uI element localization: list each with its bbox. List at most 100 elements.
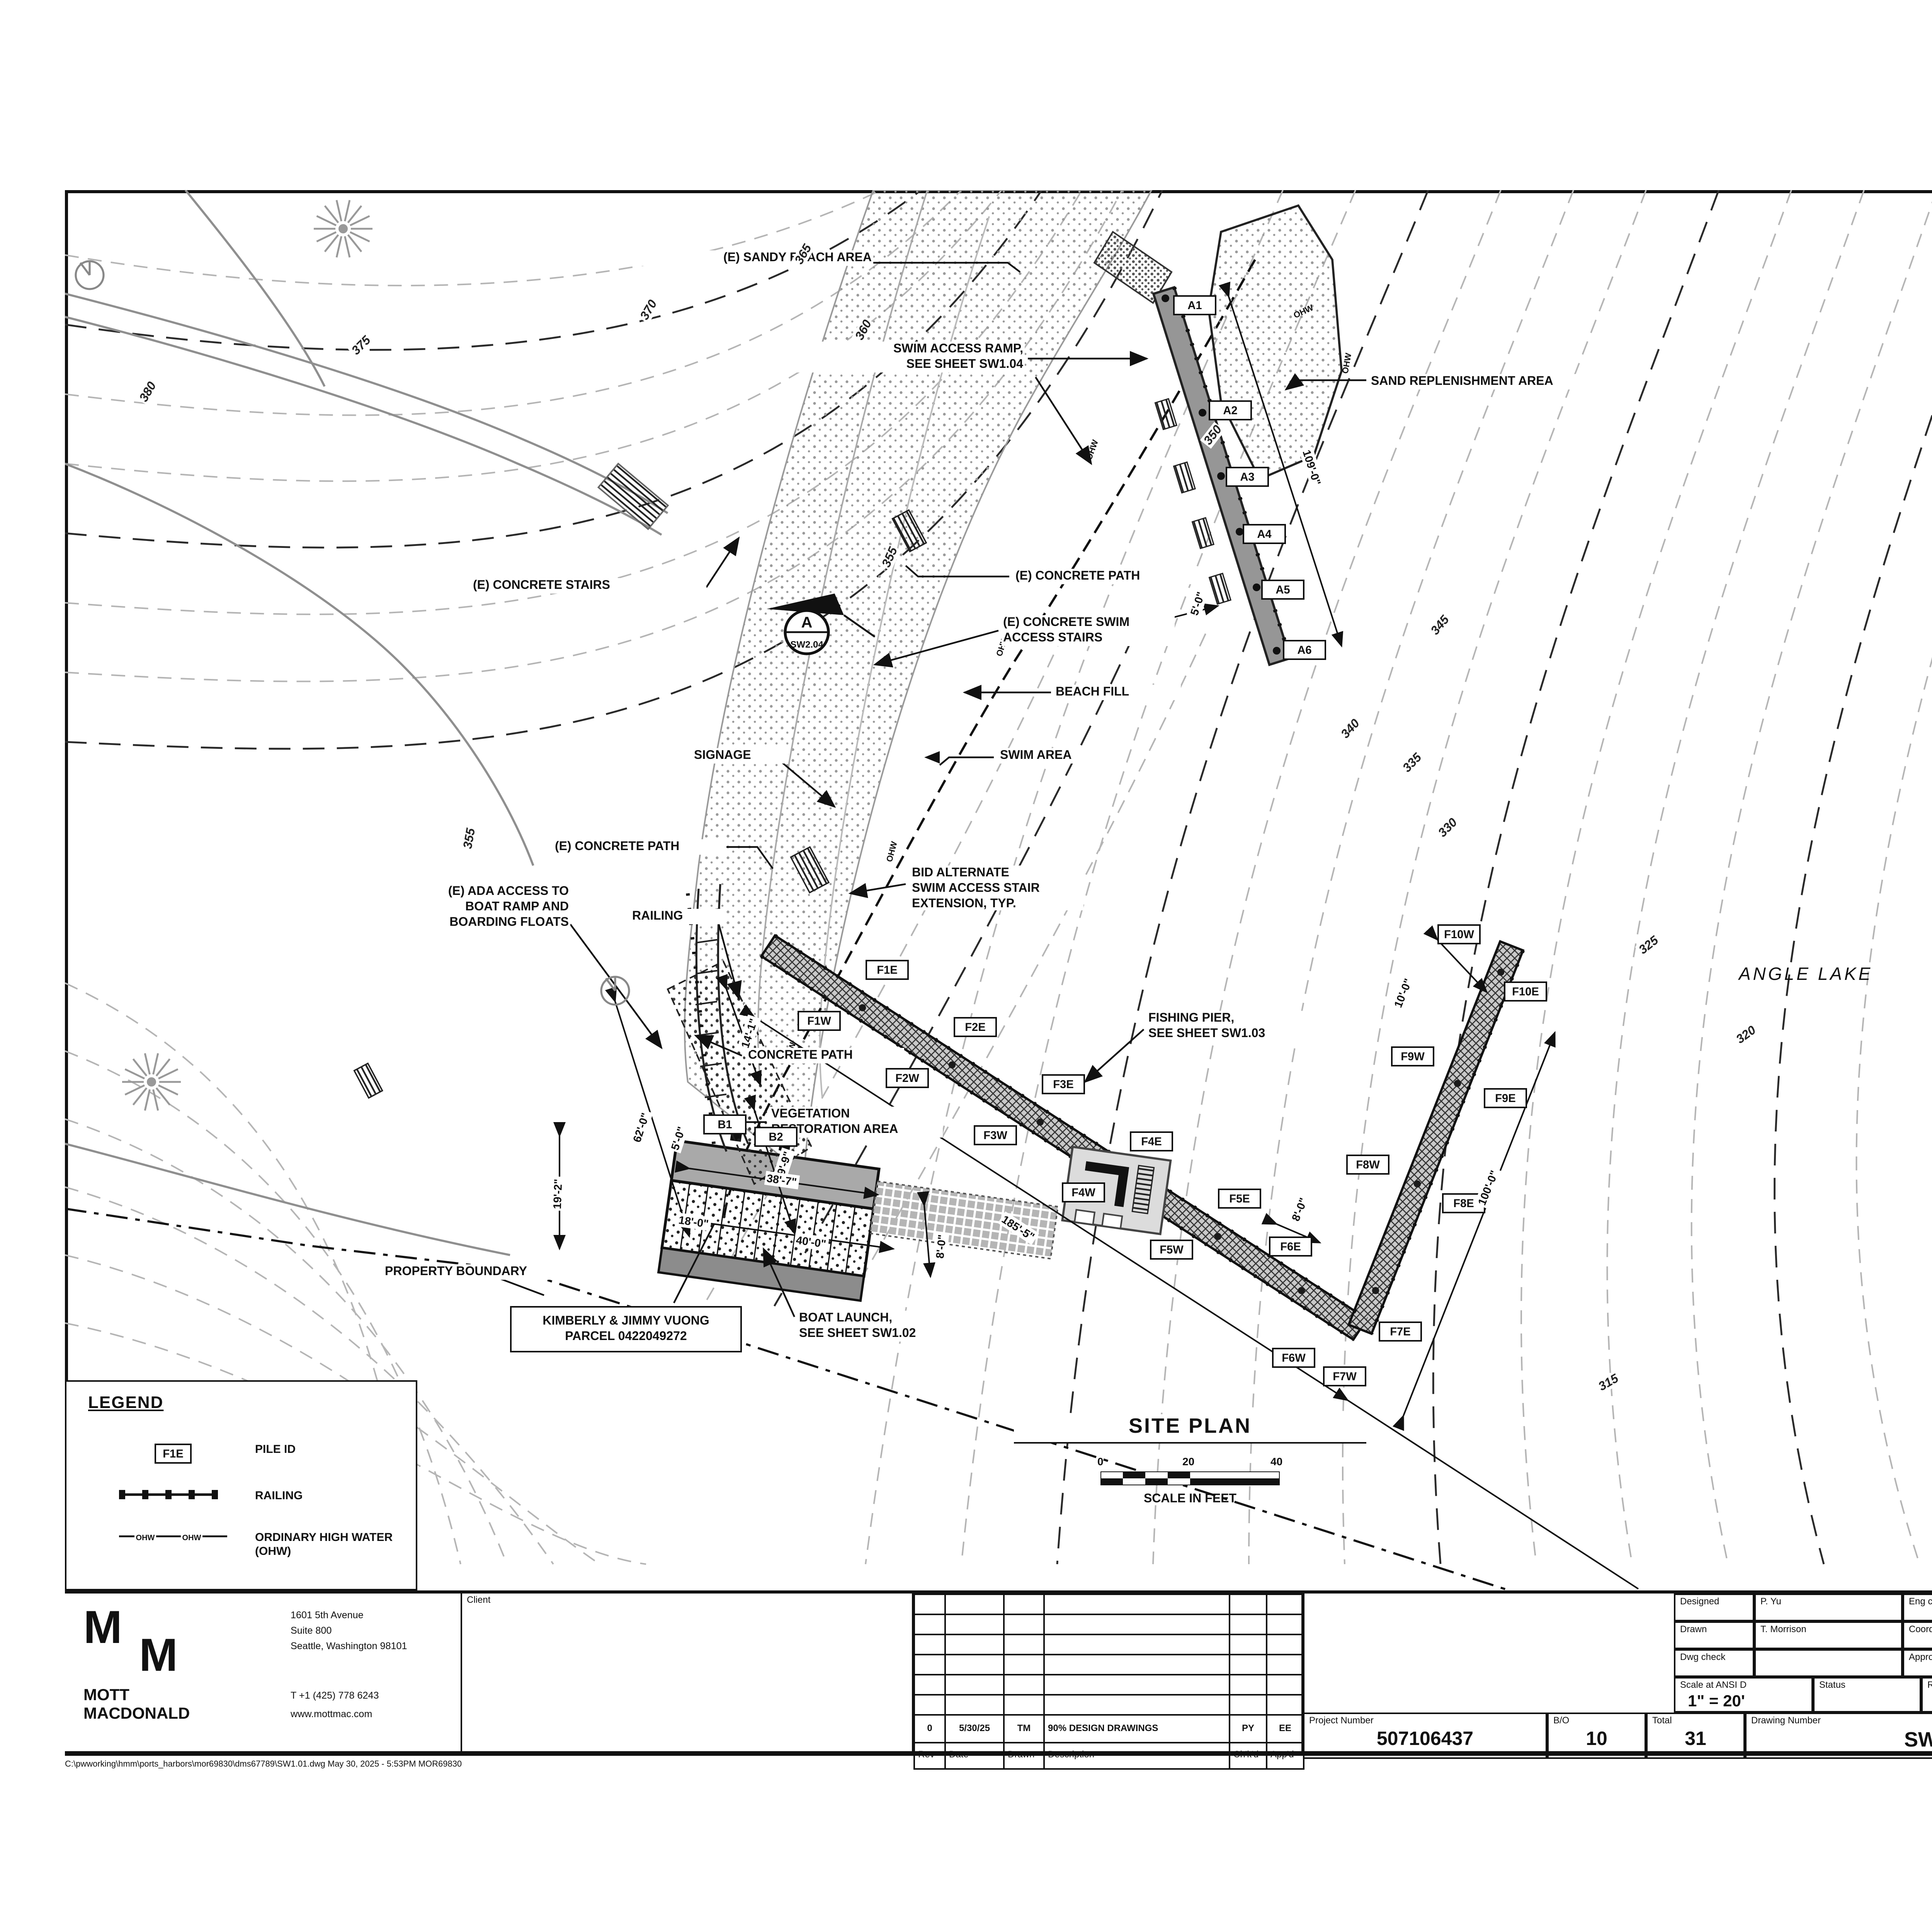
revision-empty-row (913, 1654, 1304, 1675)
approval-label2-2: Approved (1903, 1649, 1932, 1677)
approval-value-0: P. Yu (1754, 1594, 1903, 1621)
company-logo-m2: M (139, 1631, 178, 1682)
scale-bar-icon (1100, 1471, 1280, 1485)
pile-tag-A6: A6 (1283, 640, 1326, 660)
approval-label2-0: Eng check (1903, 1594, 1932, 1621)
rev-cell: Rev (1921, 1677, 1932, 1713)
approval-label-2: Dwg check (1674, 1649, 1754, 1677)
bo-cell: B/O 10 (1547, 1713, 1646, 1759)
ohw-tag: OHW (884, 840, 899, 863)
callout-signage: SIGNAGE (692, 748, 788, 763)
pile-tag-F9E: F9E (1484, 1088, 1527, 1108)
number-strip: Project Number 507106437 B/O 10 Total 31… (1303, 1713, 1932, 1759)
scale-cell: Scale at ANSI D 1" = 20' (1674, 1677, 1813, 1713)
legend-ohw-icon: OHW OHW (119, 1534, 227, 1542)
file-path: C:\pwworking\hmm\ports_harbors\mor69830\… (65, 1760, 462, 1770)
pile-tag-F10W: F10W (1437, 924, 1481, 944)
callout-concrete_path_left: (E) CONCRETE PATH (553, 839, 726, 854)
site-plan-drawing: A SW2.04 OHWOHWOHWOHWOHWOHW (65, 190, 1932, 1678)
company-logo-m1: M (83, 1603, 122, 1654)
client-cell: Client (461, 1594, 912, 1751)
bid-alt-stairs-icon (790, 846, 830, 894)
pile-tag-F7W: F7W (1323, 1366, 1366, 1386)
pile-tag-F3W: F3W (974, 1125, 1017, 1145)
callout-bid_alternate: BID ALTERNATE SWIM ACCESS STAIR EXTENSIO… (910, 866, 1083, 911)
revision-table: 0 5/30/25 TM 90% DESIGN DRAWINGS PY EE R… (913, 1594, 1304, 1770)
pile-tag-A3: A3 (1226, 467, 1269, 487)
callout-beach_fill: BEACH FILL (1054, 685, 1181, 700)
legend-title: LEGEND (88, 1394, 164, 1413)
pile-tag-F6E: F6E (1269, 1236, 1312, 1257)
swim-stairs-icon (891, 509, 927, 553)
callout-concrete_path_upper: (E) CONCRETE PATH (1014, 569, 1202, 584)
title-block: M M MOTT MACDONALD 1601 5th Avenue Suite… (65, 1590, 1932, 1770)
legend-box: LEGEND F1E PILE ID RAILING OHW (65, 1380, 417, 1590)
pile-tag-F5W: F5W (1150, 1240, 1193, 1260)
total-label: Total (1652, 1717, 1672, 1726)
approval-value-2 (1754, 1649, 1903, 1677)
company-phone: T +1 (425) 778 6243 (291, 1691, 379, 1702)
existing-paths (65, 190, 668, 1256)
pile-tag-F8W: F8W (1346, 1155, 1389, 1175)
pile-tag-F4W: F4W (1062, 1182, 1105, 1202)
tree-icons (122, 200, 372, 1111)
revision-empty-row (913, 1634, 1304, 1655)
dimension-lines (553, 281, 1639, 1590)
pile-tag-F4E: F4E (1130, 1131, 1173, 1151)
pile-tag-F3E: F3E (1042, 1074, 1085, 1094)
callout-vegetation: VEGETATION RESTORATION AREA (770, 1107, 943, 1137)
pile-tag-F10E: F10E (1504, 981, 1547, 1002)
pile-tag-F6W: F6W (1272, 1348, 1315, 1368)
client-label: Client (467, 1597, 491, 1606)
pile-tag-F5E: F5E (1218, 1189, 1261, 1209)
pile-tag-F2E: F2E (954, 1017, 997, 1037)
approval-label2-1: Coordination (1903, 1621, 1932, 1649)
project-number-label: Project Number (1309, 1717, 1374, 1726)
company-address: 1601 5th Avenue Suite 800 Seattle, Washi… (291, 1611, 407, 1651)
project-number-cell: Project Number 507106437 (1303, 1713, 1547, 1759)
drawing-number-value: SW1.01 (1904, 1728, 1932, 1751)
total-cell: Total 31 (1646, 1713, 1745, 1759)
pile-tag-F1E: F1E (866, 960, 909, 980)
pile-tag-F1W: F1W (798, 1011, 841, 1031)
drawing-number-label: Drawing Number (1751, 1717, 1821, 1726)
revision-empty-row (913, 1594, 1304, 1615)
bo-value: 10 (1586, 1728, 1607, 1750)
section-marker: A SW2.04 (767, 594, 876, 655)
scale-tick-20: 20 (1182, 1458, 1195, 1468)
section-marker-letter: A (801, 614, 813, 631)
drawing-number-cell: Drawing Number SW1.01 (1745, 1713, 1932, 1759)
approval-label-1: Drawn (1674, 1621, 1754, 1649)
scale-caption: SCALE IN FEET (1143, 1492, 1236, 1505)
callout-sand_replenishment: SAND REPLENISHMENT AREA (1369, 374, 1620, 389)
callout-ada_access: (E) ADA ACCESS TO BOAT RAMP AND BOARDING… (335, 884, 570, 929)
revision-empty-row (913, 1694, 1304, 1716)
survey-monument-icons (75, 260, 630, 1006)
revision-row: 0 5/30/25 TM 90% DESIGN DRAWINGS PY EE (913, 1714, 1304, 1743)
callout-concrete_stairs: (E) CONCRETE STAIRS (471, 578, 706, 593)
scale-tick-0: 0 (1097, 1458, 1104, 1468)
legend-pile-id-symbol: F1E (155, 1444, 191, 1464)
legend-railing-icon (119, 1490, 218, 1499)
pile-tag-B1: B1 (703, 1114, 747, 1134)
bo-label: B/O (1553, 1717, 1570, 1726)
total-value: 31 (1685, 1728, 1706, 1750)
ohw-tag: OHW (1340, 352, 1353, 374)
dimension-10: 19'-2" (550, 1177, 565, 1211)
callout-fishing_pier: FISHING PIER, SEE SHEET SW1.03 (1147, 1011, 1320, 1041)
scale-label: Scale at ANSI D (1680, 1682, 1747, 1691)
callout-swim_area: SWIM AREA (998, 748, 1110, 763)
legend-ohw-tag: OHW (182, 1534, 201, 1542)
revision-header-row: Rev Date Drawn Description Ch'k'd App'd (913, 1742, 1304, 1770)
callout-railing: RAILING (631, 909, 726, 924)
pile-tag-F2W: F2W (886, 1068, 929, 1088)
project-number-value: 507106437 (1376, 1728, 1474, 1750)
callout-swim_ramp: SWIM ACCESS RAMP, SEE SHEET SW1.04 (793, 342, 1025, 372)
legend-ohw-tag: OHW (136, 1534, 155, 1542)
swim-area-flag (924, 751, 940, 764)
status-label: Status (1819, 1682, 1846, 1691)
pile-tag-A1: A1 (1173, 295, 1216, 315)
